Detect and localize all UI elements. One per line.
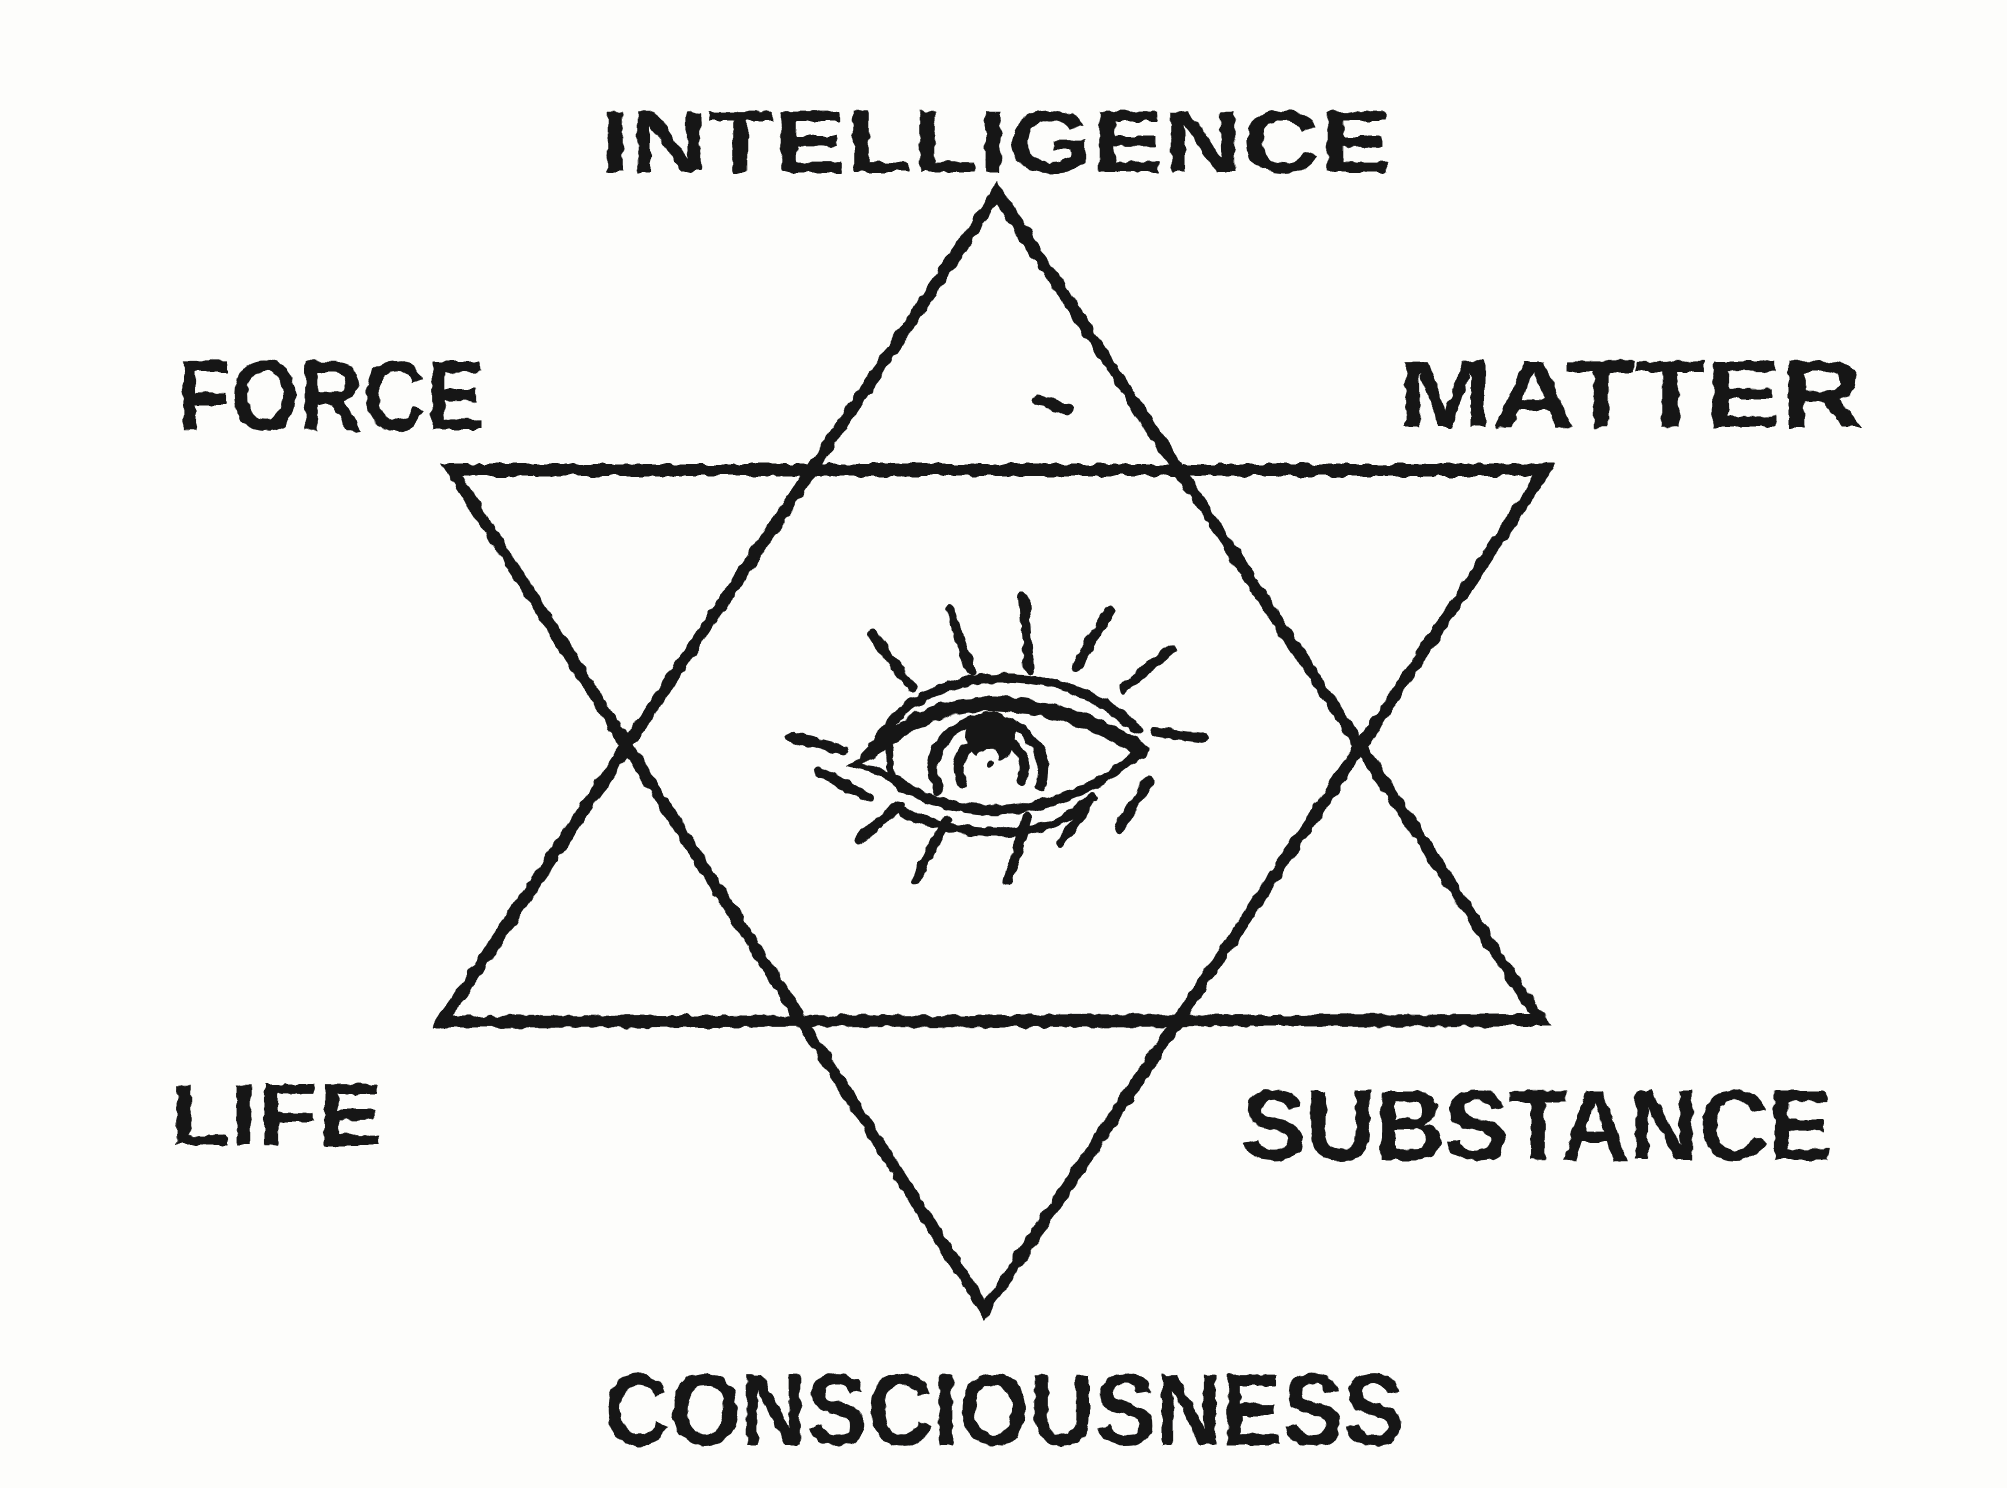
all-seeing-eye	[786, 592, 1209, 886]
pupil-highlight	[975, 749, 999, 773]
eye-ray	[1056, 798, 1094, 848]
eye-brow-arc	[869, 672, 1143, 751]
labels: INTELLIGENCE FORCE MATTER LIFE SUBSTANCE…	[170, 92, 1863, 1467]
downward-triangle	[441, 464, 1557, 1322]
eye-canthus-triangle	[846, 736, 895, 780]
label-force: FORCE	[177, 340, 485, 452]
stray-ink-dash	[1032, 395, 1074, 415]
upward-triangle	[430, 182, 1552, 1029]
eye-ray	[1149, 727, 1209, 743]
eye-ray	[815, 767, 873, 802]
hexagram-star	[430, 182, 1557, 1322]
label-intelligence: INTELLIGENCE	[600, 92, 1392, 191]
eye-pupil	[966, 712, 1016, 762]
eye-ray	[945, 605, 976, 676]
label-substance: SUBSTANCE	[1242, 1070, 1832, 1182]
eye-ray	[1019, 592, 1034, 673]
eye-upper-lid	[860, 696, 1149, 766]
eye-ray	[1119, 644, 1176, 693]
eye-lower-lid	[863, 745, 1146, 816]
eye-ray	[786, 732, 848, 755]
label-life: LIFE	[170, 1065, 383, 1164]
eye-ray	[911, 816, 951, 884]
eye-ray	[854, 801, 904, 844]
eye-lower-crease	[898, 792, 1097, 837]
eye-ray	[1114, 776, 1154, 833]
label-consciousness: CONSCIOUSNESS	[604, 1353, 1404, 1467]
label-matter: MATTER	[1398, 341, 1863, 448]
eye-ray	[1071, 604, 1116, 672]
eye-ray	[868, 630, 917, 693]
pupil-highlight-dot	[987, 761, 995, 769]
